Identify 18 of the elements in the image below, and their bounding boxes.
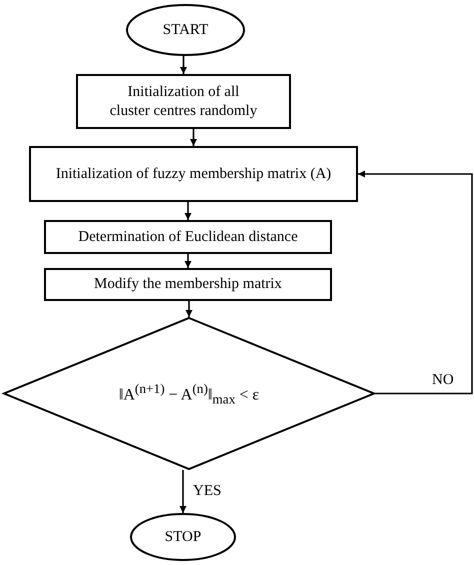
arrow [184,202,192,220]
arrow [180,470,186,513]
step-text: Initialization of fuzzy membership matrix (A) [54,164,332,184]
step-text: Modify the membership matrix [93,275,283,294]
process-box [44,220,332,254]
arrow [186,301,192,317]
step-text: STOP [164,528,202,546]
arrow [180,56,187,74]
step-text: Initialization of all cluster centres randomly [108,82,258,120]
process-box [76,74,291,129]
process-box [29,146,358,202]
arrow [184,254,192,268]
condition-formula: ‖A$^{(n+1)}$ − A$^{(n)}$‖$_{max}$ < ε [118,380,260,408]
process-box [44,268,332,301]
step-text: Determination of Euclidean distance [77,228,299,246]
step-text: START [162,20,210,40]
arrow [358,170,473,394]
arrow [190,129,197,146]
